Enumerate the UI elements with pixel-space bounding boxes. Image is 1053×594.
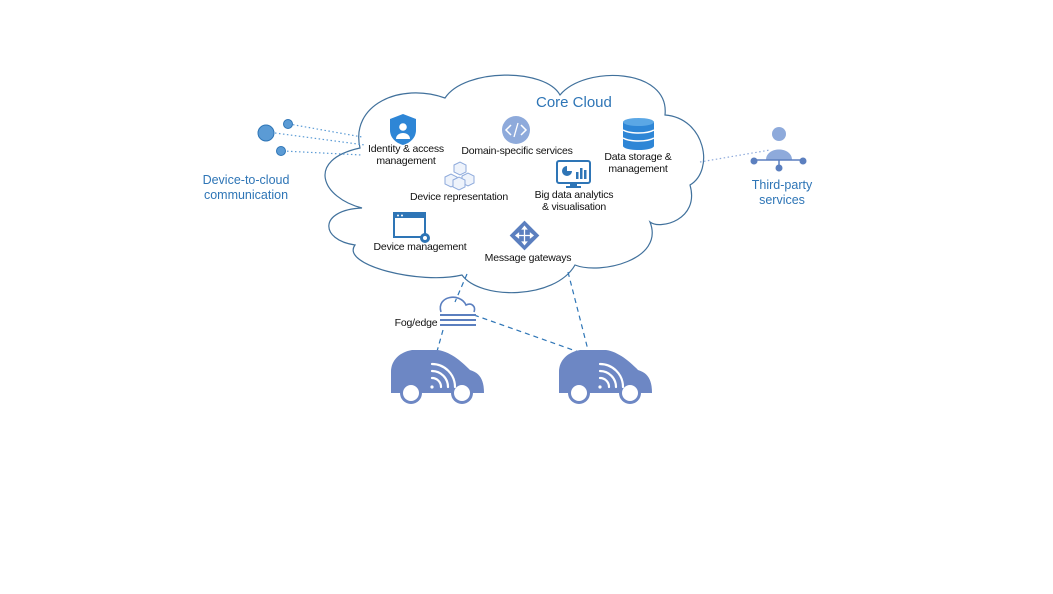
third-party-line1: Third-party (751, 178, 813, 192)
third-party-person-icon (750, 127, 807, 172)
device-node-small (276, 146, 286, 156)
device-to-cloud-label: Device-to-cloud communication (196, 173, 296, 203)
big-data-analytics-label: Big data analytics & visualisation (528, 189, 620, 213)
message-gateways-label: Message gateways (484, 252, 572, 264)
third-party-line2: services (759, 193, 805, 207)
big-data-analytics-line1: Big data analytics (534, 189, 614, 201)
identity-access-line1: Identity & access (368, 143, 444, 155)
device-to-cloud-line1: Device-to-cloud (202, 173, 290, 187)
gateway-router-icon (509, 220, 540, 251)
identity-access-line2: management (376, 155, 436, 167)
device-representation-label: Device representation (410, 191, 508, 203)
code-icon (502, 116, 530, 144)
identity-access-label: Identity & access management (358, 143, 454, 167)
third-party-services-label: Third-party services (742, 178, 822, 208)
domain-services-label: Domain-specific services (461, 145, 573, 157)
car-icon (559, 350, 652, 404)
device-to-cloud-links (274, 123, 366, 156)
fog-edge-icon (439, 296, 476, 326)
data-storage-label: Data storage & management (598, 151, 678, 175)
data-storage-line2: management (608, 163, 668, 175)
core-cloud-outline (324, 74, 705, 294)
core-cloud-title: Core Cloud (536, 94, 612, 111)
car-icon (391, 350, 484, 404)
data-storage-line1: Data storage & (604, 151, 672, 163)
device-management-label: Device management (373, 241, 467, 253)
device-to-cloud-line2: communication (203, 188, 289, 202)
big-data-analytics-line2: & visualisation (541, 201, 607, 213)
shield-user-icon (390, 114, 416, 145)
cubes-icon (444, 161, 475, 191)
fog-edge-label: Fog/edge (394, 317, 438, 329)
analytics-dashboard-icon (556, 160, 591, 188)
device-node-small (283, 119, 293, 129)
database-icon (622, 118, 655, 150)
device-node-large (257, 124, 275, 142)
window-settings-icon (393, 212, 430, 243)
